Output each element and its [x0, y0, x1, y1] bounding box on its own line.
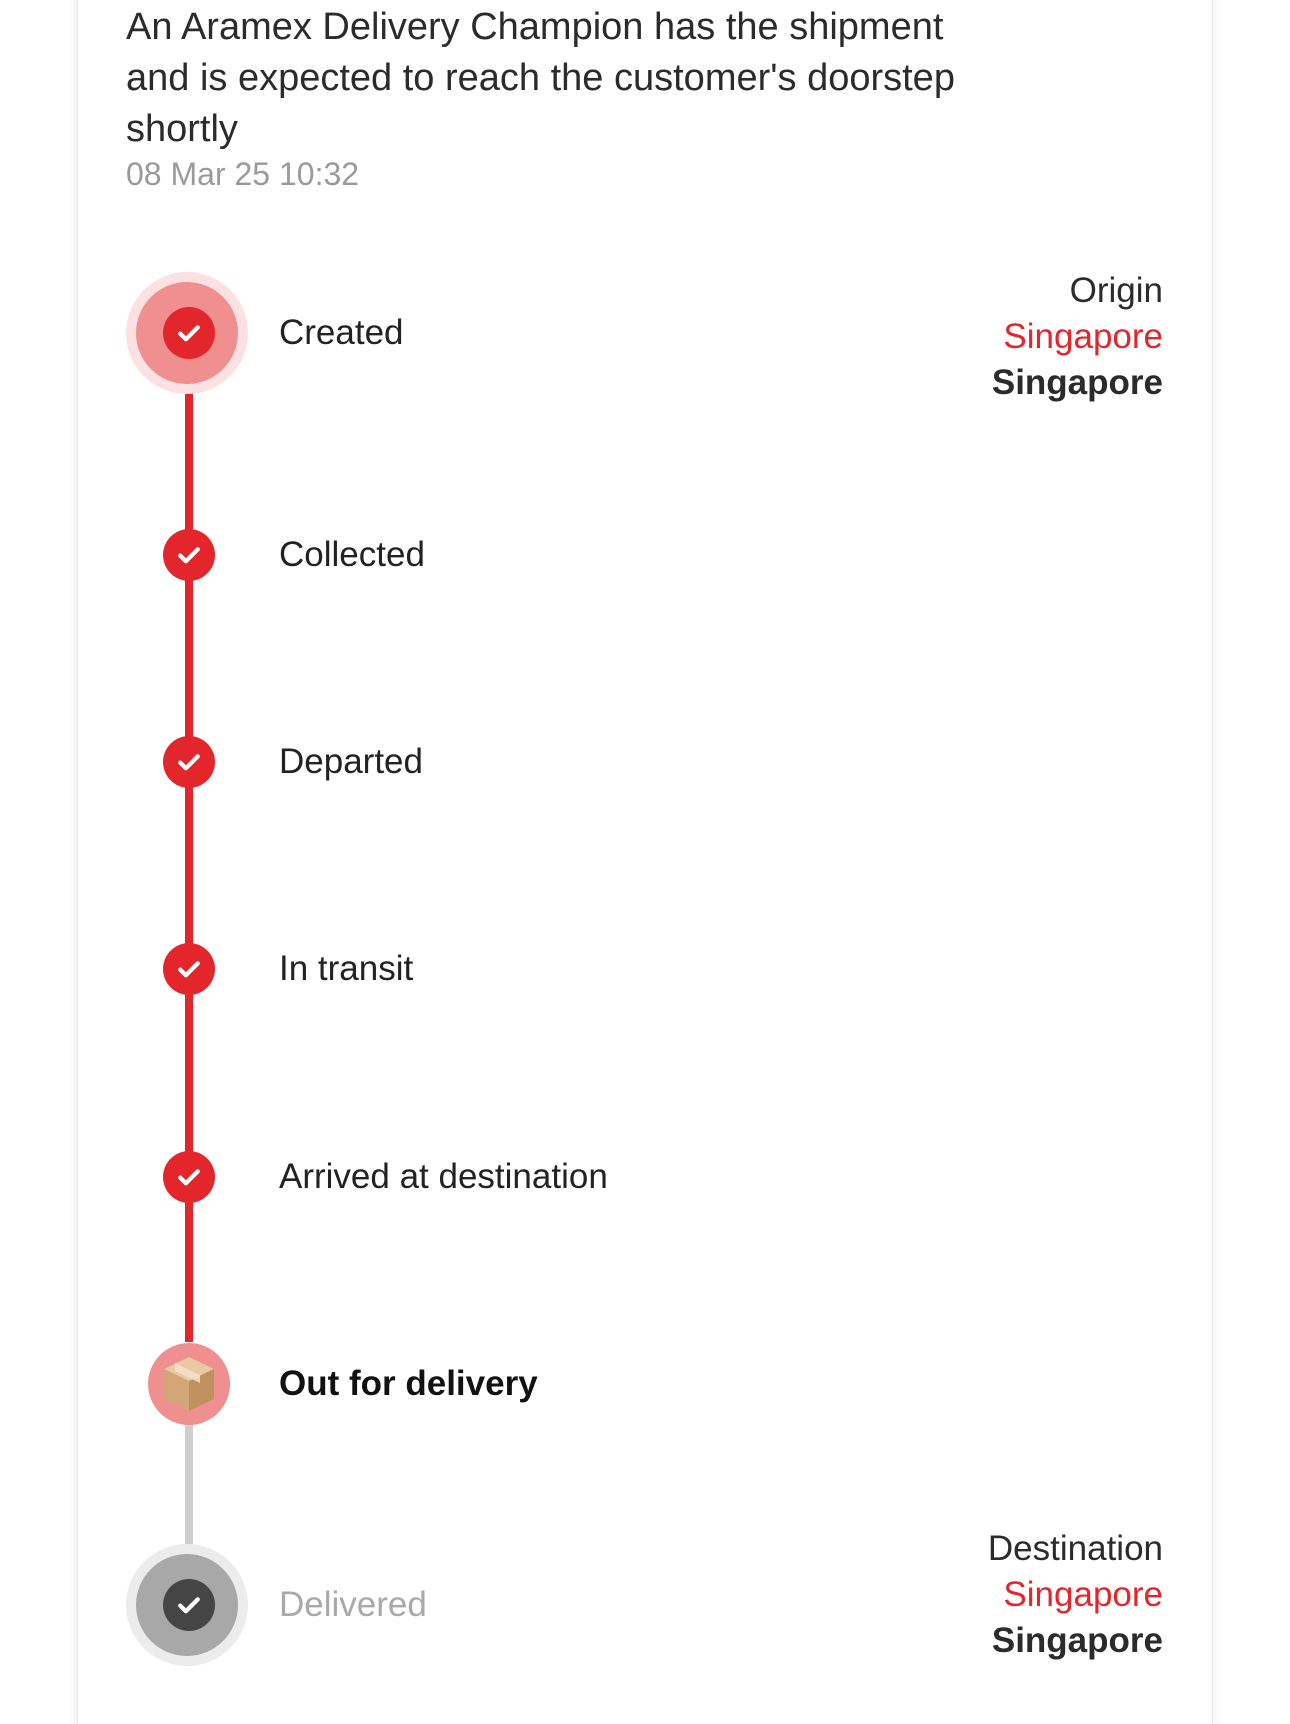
check-icon [178, 547, 200, 564]
check-icon [178, 1169, 200, 1186]
step-departed-status [163, 736, 215, 788]
step-delivered-label: Delivered [279, 1585, 427, 1624]
package-icon [164, 1357, 214, 1411]
destination-country: Singapore [991, 1621, 1163, 1660]
step-in-transit-status [163, 943, 215, 995]
step-out-for-delivery-label: Out for delivery [279, 1364, 538, 1403]
step-departed-label: Departed [279, 742, 423, 781]
origin-country: Singapore [991, 363, 1163, 402]
origin-block: Origin Singapore Singapore [992, 268, 1163, 406]
tracking-card [78, 0, 1212, 1724]
step-arrived-label: Arrived at destination [279, 1157, 608, 1196]
step-collected-status [163, 529, 215, 581]
timeline-pending-line [185, 1380, 193, 1548]
status-timestamp: 08 Mar 25 10:32 [126, 156, 360, 192]
step-in-transit-label: In transit [279, 949, 414, 988]
step-delivered-status [163, 1579, 215, 1631]
destination-heading: Destination [987, 1529, 1163, 1568]
status-message: An Aramex Delivery Champion has the ship… [126, 6, 955, 150]
check-icon [178, 754, 200, 771]
step-created-label: Created [279, 313, 404, 352]
step-arrived-status [163, 1151, 215, 1203]
step-out-for-delivery-status [148, 1343, 230, 1425]
step-created-status [163, 307, 215, 359]
destination-block: Destination Singapore Singapore [988, 1526, 1163, 1664]
timeline-progress-line [185, 330, 193, 1342]
check-icon [178, 1597, 200, 1614]
origin-city: Singapore [1003, 317, 1163, 356]
check-icon [178, 325, 200, 342]
check-icon [178, 961, 200, 978]
destination-city: Singapore [1003, 1575, 1163, 1614]
origin-heading: Origin [1069, 271, 1163, 310]
step-collected-label: Collected [279, 535, 425, 574]
